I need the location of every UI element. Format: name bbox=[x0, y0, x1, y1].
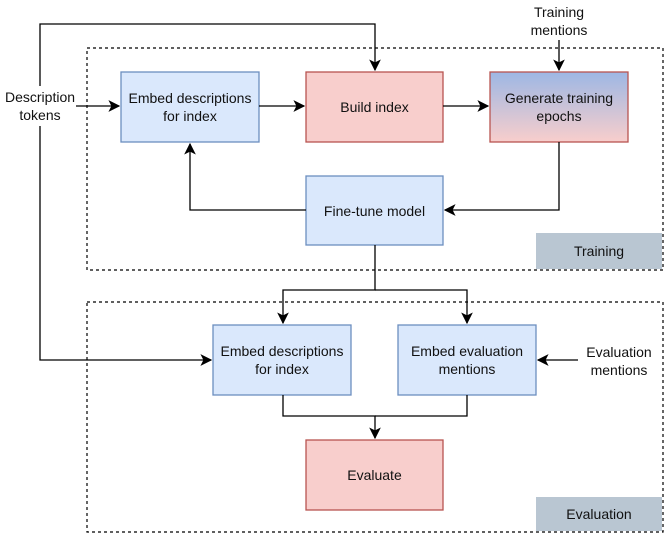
evaluation-mentions-label: Evaluation mentions bbox=[586, 344, 652, 378]
edge-fine-tune-split bbox=[277, 245, 376, 325]
generate-epochs-box bbox=[489, 71, 629, 143]
build-index-box bbox=[305, 71, 444, 143]
evaluation-region bbox=[86, 301, 664, 533]
training-region-label: Training bbox=[536, 233, 662, 269]
edge-fine-tune-to-embed-train bbox=[184, 142, 306, 211]
embed-eval-mentions-box bbox=[397, 324, 537, 396]
embed-eval-mentions-label: Embed evaluation mentions bbox=[410, 343, 524, 377]
description-tokens-label: Description tokens bbox=[4, 89, 76, 123]
edge-embed-eval-desc-to-evaluate bbox=[282, 395, 381, 440]
generate-epochs-label: Generate training epochs bbox=[504, 90, 614, 124]
embed-eval-desc-box bbox=[212, 324, 352, 396]
evaluate-label: Evaluate bbox=[347, 467, 402, 483]
edge-embed-eval-mentions-to-evaluate bbox=[375, 395, 468, 417]
fine-tune-box bbox=[305, 175, 444, 246]
embed-train-label: Embed descriptions for index bbox=[128, 90, 252, 124]
build-index-label: Build index bbox=[340, 99, 409, 115]
evaluate-box bbox=[305, 439, 444, 511]
edge-tokens-to-embed-eval-desc bbox=[39, 126, 213, 366]
embed-train-box bbox=[120, 71, 260, 143]
fine-tune-label: Fine-tune model bbox=[323, 202, 426, 219]
edge-generate-to-fine-tune bbox=[443, 142, 560, 216]
embed-eval-desc-label: Embed descriptions for index bbox=[220, 343, 344, 377]
evaluation-region-label: Evaluation bbox=[536, 497, 662, 531]
edge-tokens-to-build-index bbox=[39, 23, 381, 86]
edge-fine-tune-to-embed-eval-mentions bbox=[375, 289, 473, 325]
training-mentions-label: Training mentions bbox=[530, 4, 588, 38]
